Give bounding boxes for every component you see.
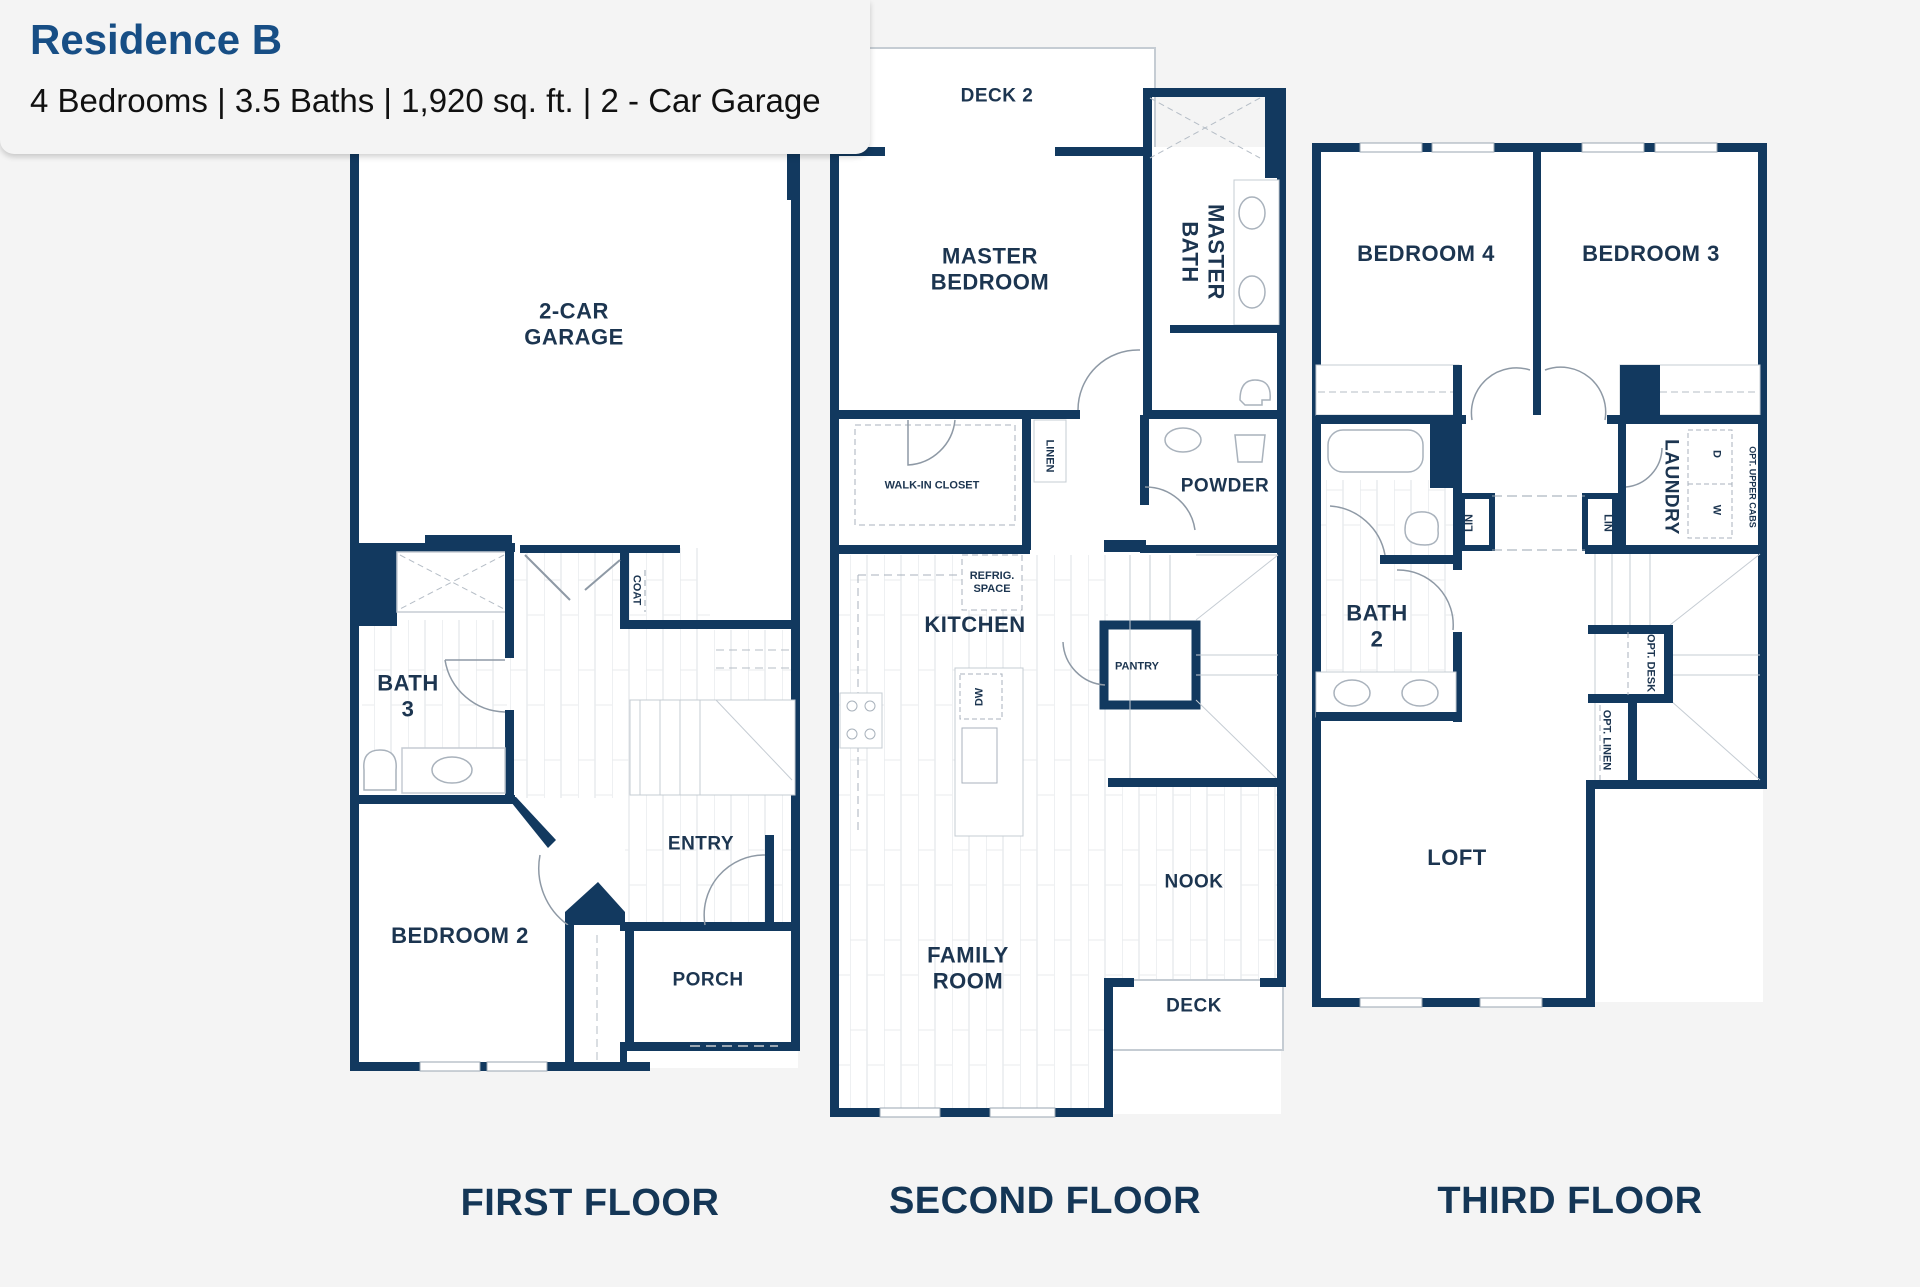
residence-title: Residence B <box>30 16 283 63</box>
family-room-label-line2: ROOM <box>932 969 1004 994</box>
room-label-linen: LINEN <box>1043 439 1056 473</box>
room-label-opt-upper-cabs: OPT. UPPER CABS <box>1747 446 1758 528</box>
master-bedroom-label-line1: MASTER <box>942 243 1038 269</box>
master-bath-label-line1: MASTER <box>1203 204 1229 300</box>
room-label-lin-right: LIN <box>1601 514 1614 532</box>
room-label-lin-left: LIN <box>1463 514 1476 532</box>
room-label-refrig-space: REFRIG. SPACE <box>970 570 1015 596</box>
room-label-dryer: D <box>1710 450 1723 458</box>
third-floor-plan <box>1312 142 1767 1008</box>
room-label-bedroom2: BEDROOM 2 <box>391 922 529 948</box>
room-label-porch: PORCH <box>672 969 744 991</box>
garage-label-line2: GARAGE <box>524 325 624 350</box>
room-label-bath3: BATH 3 <box>377 671 438 724</box>
room-label-bath2: BATH 2 <box>1346 601 1407 654</box>
floor-label-second: SECOND FLOOR <box>888 1180 1202 1222</box>
room-label-garage: 2-CAR GARAGE <box>524 299 624 352</box>
bath2-label-line2: 2 <box>1370 627 1384 652</box>
room-label-walk-in-closet: WALK-IN CLOSET <box>884 479 980 492</box>
refrig-label-line2: SPACE <box>973 583 1011 595</box>
master-bath-label-line2: BATH <box>1177 221 1202 283</box>
room-label-master-bedroom: MASTER BEDROOM <box>931 244 1049 297</box>
residence-info-card: Residence B 4 Bedrooms | 3.5 Baths | 1,9… <box>0 0 870 154</box>
room-label-deck2: DECK 2 <box>960 85 1034 107</box>
refrig-label-line1: REFRIG. <box>969 569 1015 582</box>
family-room-label-line1: FAMILY <box>927 942 1009 968</box>
second-floor-plan <box>830 47 1286 1118</box>
bath3-label-line2: 3 <box>401 697 415 722</box>
garage-label-line1: 2-CAR <box>539 298 609 324</box>
floor-label-third: THIRD FLOOR <box>1437 1180 1703 1222</box>
room-label-bedroom4: BEDROOM 4 <box>1357 240 1495 266</box>
room-label-master-bath: MASTER BATH <box>1176 204 1229 300</box>
room-label-entry: ENTRY <box>667 833 735 855</box>
bath3-label-line1: BATH <box>377 670 439 696</box>
floor-label-first: FIRST FLOOR <box>460 1182 720 1224</box>
room-label-coat: COAT <box>630 574 643 606</box>
first-floor-plan <box>350 120 800 1072</box>
room-label-bedroom3: BEDROOM 3 <box>1582 240 1720 266</box>
room-label-family-room: FAMILY ROOM <box>927 943 1009 996</box>
room-label-pantry: PANTRY <box>1115 660 1159 673</box>
room-label-opt-linen: OPT. LINEN <box>1600 709 1613 771</box>
master-bedroom-label-line2: BEDROOM <box>930 270 1050 295</box>
room-label-nook: NOOK <box>1164 871 1224 893</box>
room-label-deck: DECK <box>1166 995 1222 1017</box>
room-label-dishwasher: DW <box>973 687 986 707</box>
room-label-laundry: LAUNDRY <box>1660 439 1682 535</box>
room-label-kitchen: KITCHEN <box>924 611 1026 637</box>
bath2-label-line1: BATH <box>1346 600 1408 626</box>
room-label-washer: W <box>1710 504 1723 516</box>
room-label-powder: POWDER <box>1180 475 1270 497</box>
residence-summary: 4 Bedrooms | 3.5 Baths | 1,920 sq. ft. |… <box>30 82 821 119</box>
room-label-opt-desk: OPT. DESK <box>1644 633 1657 693</box>
room-label-loft: LOFT <box>1427 844 1487 870</box>
